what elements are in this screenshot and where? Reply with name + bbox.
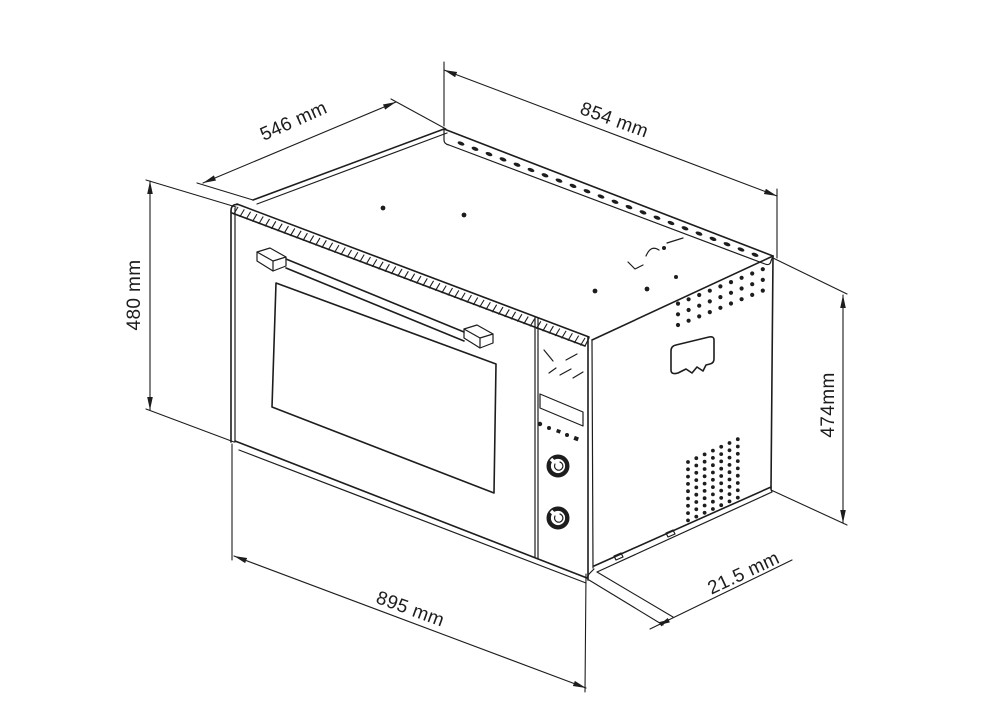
oven-top-face xyxy=(252,128,774,294)
oven-right-side xyxy=(591,255,774,573)
dimension-top-width xyxy=(443,61,778,259)
side-vent-holes-upper xyxy=(675,267,765,328)
side-vent-holes-lower xyxy=(686,437,740,523)
dimension-label-front-height: 480 mm xyxy=(124,259,145,331)
panel-button-icons xyxy=(537,421,579,442)
panel-sketch-marks xyxy=(543,349,584,379)
oven-door xyxy=(256,247,497,494)
base-foot xyxy=(665,529,676,538)
top-rear-vent-slots xyxy=(457,141,759,257)
top-face-sketch-marks xyxy=(627,237,684,270)
front-trim-hatching xyxy=(233,206,586,346)
oven-front-fascia xyxy=(230,203,595,584)
control-panel xyxy=(537,349,584,530)
top-face-screw-holes xyxy=(380,205,678,294)
oven-knob-top xyxy=(546,454,570,478)
dimension-label-side-height: 474mm xyxy=(818,372,839,438)
dimension-side-height xyxy=(770,257,848,526)
display xyxy=(539,393,584,427)
side-grip-cutout xyxy=(670,336,715,375)
dimension-front-width xyxy=(231,443,587,693)
oven-knob-bottom xyxy=(546,506,570,530)
dimension-front-height xyxy=(145,179,237,443)
base-foot xyxy=(613,552,624,561)
door-handle xyxy=(256,247,494,349)
door-window xyxy=(271,282,497,494)
dimension-door-overhang xyxy=(588,559,793,630)
dimension-top-depth xyxy=(196,98,447,201)
